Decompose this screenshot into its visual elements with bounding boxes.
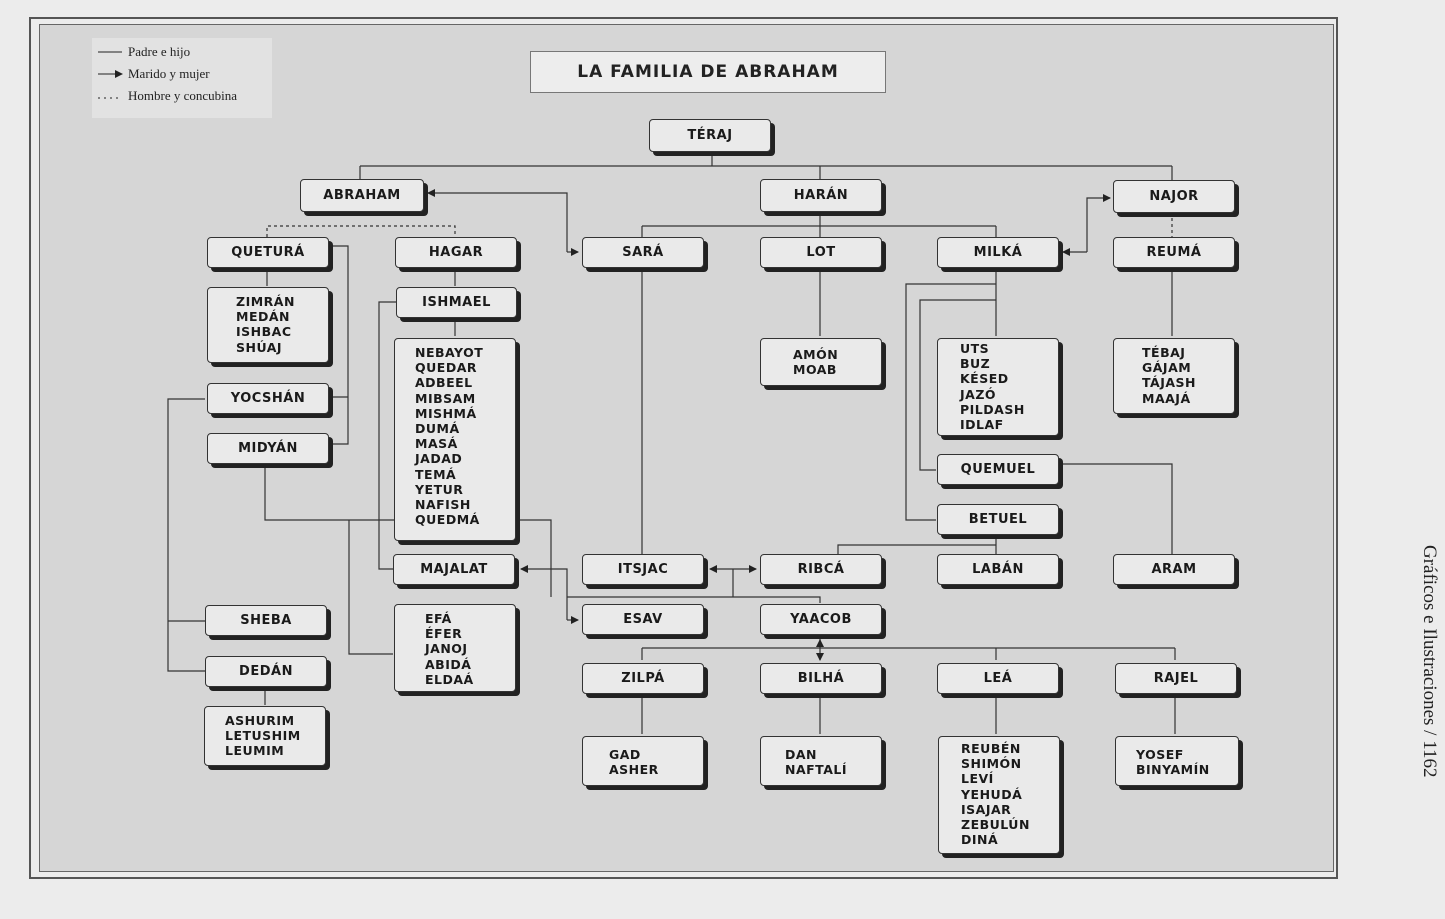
group-member: AMÓN (793, 347, 839, 362)
group-member: LEUMIM (225, 743, 285, 759)
person-zilpa: ZILPÁ (582, 663, 704, 694)
group-member: LETUSHIM (225, 728, 301, 744)
group-member: NAFISH (415, 497, 471, 513)
group-member: DUMÁ (415, 421, 460, 437)
chart-title: LA FAMILIA DE ABRAHAM (530, 51, 886, 93)
person-sheba: SHEBA (205, 605, 327, 636)
group-member: IDLAF (960, 417, 1004, 433)
group-member: LEVÍ (961, 771, 994, 787)
group-member: GAD (609, 747, 641, 762)
group-member: QUEDAR (415, 360, 477, 376)
group-member: TÉBAJ (1142, 345, 1186, 360)
person-milka: MILKÁ (937, 237, 1059, 268)
group-member: MIBSAM (415, 390, 476, 406)
group-member: MASÁ (415, 436, 458, 452)
group-member: TEMÁ (415, 466, 457, 482)
outer-frame (29, 17, 1338, 879)
group-member: MAAJÁ (1142, 390, 1191, 406)
person-lea: LEÁ (937, 663, 1059, 694)
group-member: MOAB (793, 362, 837, 378)
group-member: MEDÁN (236, 309, 290, 325)
person-sara: SARÁ (582, 237, 704, 268)
person-quemuel: QUEMUEL (937, 454, 1059, 485)
group-member: ZIMRÁN (236, 294, 295, 309)
person-majalat: MAJALAT (393, 554, 515, 585)
group-member: BINYAMÍN (1136, 762, 1210, 778)
person-teraj: TÉRAJ (649, 119, 771, 152)
person-yaacob: YAACOB (760, 604, 882, 635)
page-caption: Gráficos e Ilustraciones / 1162 (1419, 545, 1440, 778)
person-ishmael: ISHMAEL (396, 287, 517, 318)
group-member: ISHBAC (236, 324, 292, 340)
group-member: MISHMÁ (415, 405, 477, 421)
person-abraham: ABRAHAM (300, 179, 424, 212)
group-member: ASHURIM (225, 713, 295, 728)
person-rajel: RAJEL (1115, 663, 1237, 694)
group-member: JANOJ (425, 641, 468, 657)
group-member: JADAD (415, 451, 463, 467)
group-member: KÉSED (960, 371, 1009, 387)
person-reuma: REUMÁ (1113, 237, 1235, 268)
group-member: TÁJASH (1142, 375, 1197, 391)
group-member: JAZÓ (960, 386, 997, 402)
group-member: YETUR (415, 481, 464, 497)
person-esav: ESAV (582, 604, 704, 635)
group-member: ABIDÁ (425, 656, 472, 672)
group-member: ÉFER (425, 626, 463, 642)
group-member: QUEDMÁ (415, 512, 480, 528)
group-member: NEBAYOT (415, 345, 484, 360)
group-member: GÁJAM (1142, 360, 1192, 376)
group-member: DINÁ (961, 832, 999, 848)
group-member: REUBÉN (961, 741, 1021, 756)
legend: Padre e hijo Marido y mujer Hombre y con… (92, 38, 272, 118)
group-member: EFÁ (425, 611, 452, 626)
group-member: ASHER (609, 762, 659, 778)
person-najor: NAJOR (1113, 180, 1235, 213)
group-member: SHIMÓN (961, 756, 1022, 772)
legend-spouse: Marido y mujer (98, 65, 210, 83)
person-itsjac: ITSJAC (582, 554, 704, 585)
person-lot: LOT (760, 237, 882, 268)
group-member: DAN (785, 747, 818, 762)
group-member: UTS (960, 341, 990, 356)
group-member: YOSEF (1136, 747, 1184, 762)
person-hagar: HAGAR (395, 237, 517, 268)
group-member: ELDAÁ (425, 671, 474, 687)
group-member: ADBEEL (415, 375, 473, 391)
person-quetura: QUETURÁ (207, 237, 329, 268)
legend-parent-child: Padre e hijo (98, 44, 191, 59)
group-member: PILDASH (960, 401, 1025, 417)
person-ribca: RIBCÁ (760, 554, 882, 585)
person-haran: HARÁN (760, 179, 882, 212)
person-dedan: DEDÁN (205, 656, 327, 687)
group-member: SHÚAJ (236, 339, 283, 355)
group-member: ISAJAR (961, 801, 1012, 817)
person-laban: LABÁN (937, 554, 1059, 585)
legend-concubine: Hombre y concubina (98, 88, 238, 103)
person-bilha: BILHÁ (760, 663, 882, 694)
group-member: ZEBULÚN (961, 817, 1030, 833)
person-yocshan: YOCSHÁN (207, 383, 329, 414)
person-betuel: BETUEL (937, 504, 1059, 535)
group-member: NAFTALÍ (785, 762, 848, 778)
person-midyan: MIDYÁN (207, 433, 329, 464)
person-aram: ARAM (1113, 554, 1235, 585)
group-member: BUZ (960, 356, 991, 372)
group-member: YEHUDÁ (961, 786, 1023, 802)
